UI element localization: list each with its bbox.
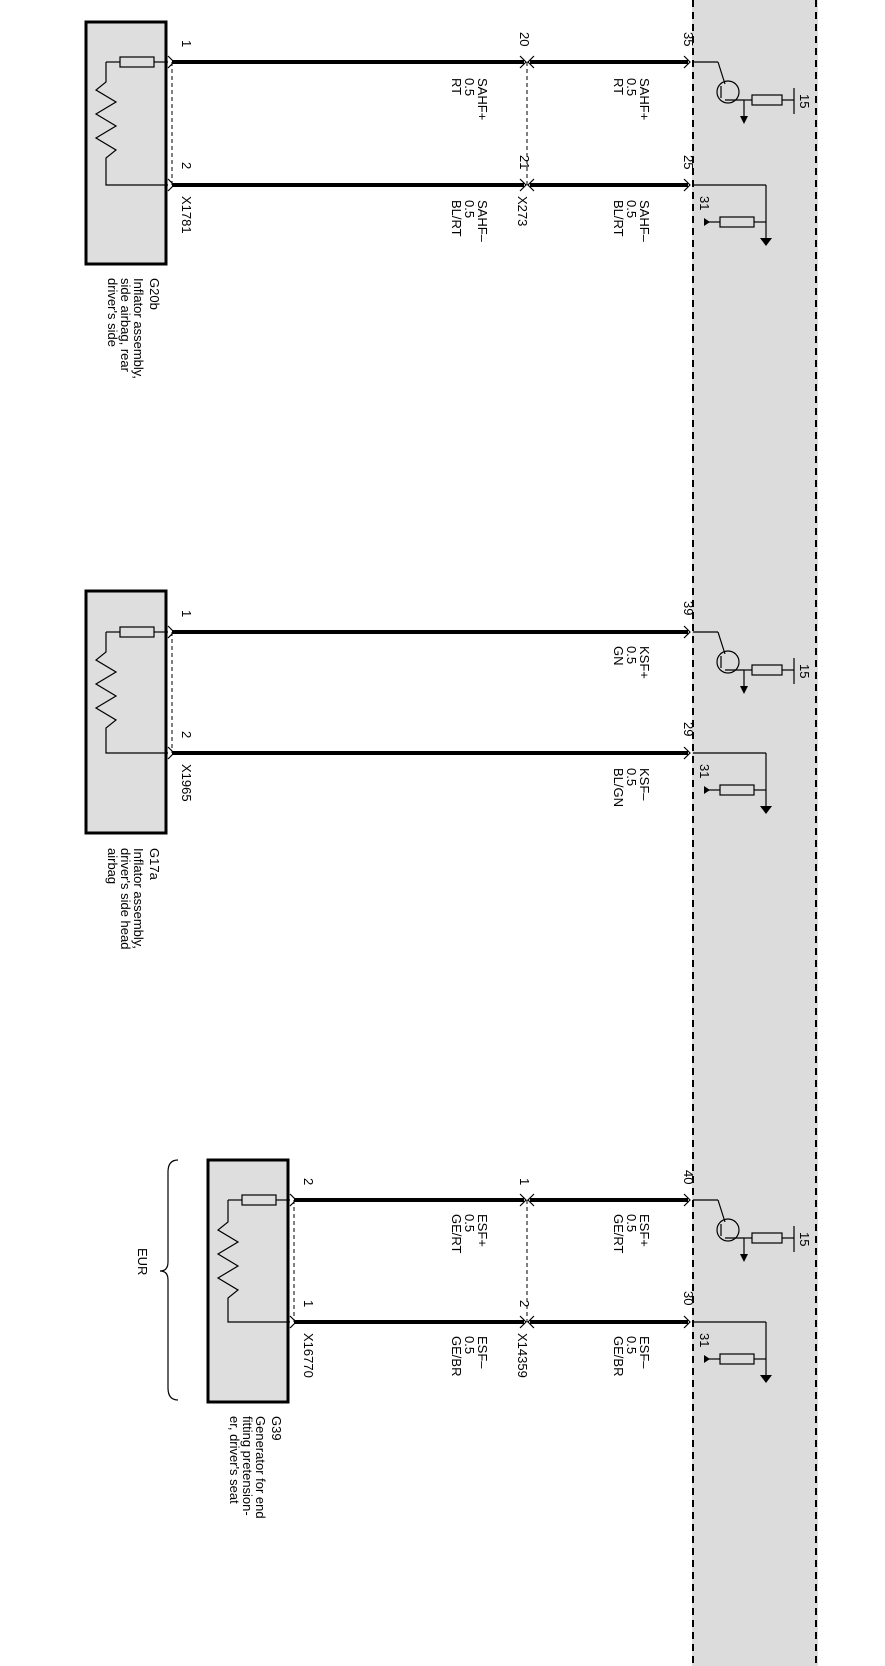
component-box-g39: [206, 1158, 290, 1404]
variant-label: EUR: [135, 1248, 150, 1275]
component-desc-g39-1: Generator for end: [253, 1416, 268, 1519]
ecu-pin-35: 35: [681, 32, 696, 46]
wire-size: 0.5: [624, 1336, 639, 1354]
wire-signal: ESF–: [475, 1336, 490, 1369]
group-g39: [159, 1158, 691, 1404]
wire-color: GE/BR: [449, 1336, 464, 1376]
wire-color: GE/BR: [611, 1336, 626, 1376]
eur-bracket: [159, 1159, 179, 1401]
pin-x273-21: 21: [517, 155, 532, 169]
pin-g20b-2: 2: [179, 162, 194, 169]
connector-x1781: X1781: [179, 196, 194, 234]
connector-x16770: X16770: [301, 1333, 316, 1378]
squib-resistor-g20b: [94, 62, 168, 186]
ecu-driver-circuits: 15 15 15: [693, 61, 812, 1383]
wire-size: 0.5: [462, 78, 477, 96]
group-g20b: [84, 20, 691, 266]
ground-label: 31: [697, 1333, 712, 1347]
wire-color: RT: [449, 78, 464, 95]
wire-signal: ESF+: [637, 1214, 652, 1247]
component-desc-g20b-3: driver's side: [105, 278, 120, 347]
component-desc-g39-2: fitting pretension-: [240, 1416, 255, 1516]
ecu-pin-25: 25: [681, 155, 696, 169]
pin-g20b-1: 1: [179, 40, 194, 47]
wire-signal: SAHF–: [475, 200, 490, 243]
wire-size: 0.5: [462, 1214, 477, 1232]
component-desc-g17a-3: airbag: [105, 848, 120, 884]
ecu-highside-1: 15: [693, 61, 812, 124]
pin-g17a-1: 1: [179, 610, 194, 617]
connector-x273: X273: [515, 196, 530, 226]
pin-x14359-2: 2: [517, 1300, 532, 1307]
pin-x273-20: 20: [517, 32, 532, 46]
wire-size: 0.5: [462, 200, 477, 218]
component-id-g39: G39: [269, 1416, 284, 1441]
pin-g17a-2: 2: [179, 731, 194, 738]
connector-x14359: X14359: [515, 1333, 530, 1378]
wire-signal: SAHF+: [637, 78, 652, 120]
wire-labels-right: SAHF+ 0.5 RT SAHF– 0.5 BL/RT KSF+ 0.5 GN…: [611, 78, 652, 1376]
wire-color: BL/RT: [611, 200, 626, 237]
wire-size: 0.5: [624, 78, 639, 96]
wire-signal: SAHF+: [475, 78, 490, 120]
ecu-lowside-3: 31: [693, 1321, 772, 1383]
component-desc-g20b-2: side airbag, rear: [118, 278, 133, 373]
component-box-g20b: [84, 20, 168, 266]
wire-color: GN: [611, 646, 626, 666]
pin-g39-2: 2: [301, 1178, 316, 1185]
wire-signal: ESF–: [637, 1336, 652, 1369]
squib-resistor-g39: [216, 1200, 290, 1323]
pin-x14359-1: 1: [517, 1178, 532, 1185]
wire-signal: KSF–: [637, 768, 652, 801]
wire-color: BL/GN: [611, 768, 626, 807]
ecu-highside-2: 15: [693, 631, 812, 694]
wire-size: 0.5: [624, 768, 639, 786]
ecu-lowside-2: 31: [693, 752, 772, 814]
component-desc-g17a-2: driver's side head: [118, 848, 133, 949]
wire-signal: SAHF–: [637, 200, 652, 243]
wire-labels-left: SAHF+ 0.5 RT SAHF– 0.5 BL/RT ESF+ 0.5 GE…: [449, 78, 490, 1376]
wire-color: RT: [611, 78, 626, 95]
component-box-g17a: [84, 589, 168, 835]
ecu-pin-30: 30: [681, 1291, 696, 1305]
ecu-lowside-1: 31: [693, 184, 772, 246]
ecu-pin-29: 29: [681, 722, 696, 736]
pin-g39-1: 1: [301, 1300, 316, 1307]
wire-size: 0.5: [624, 1214, 639, 1232]
control-unit-area: [692, 0, 818, 1666]
connector-x1965: X1965: [179, 764, 194, 802]
ecu-highside-3: 15: [693, 1199, 812, 1262]
ecu-pin-40: 40: [681, 1170, 696, 1184]
wire-color: GE/RT: [449, 1214, 464, 1254]
supply-plus-label: 15: [797, 1232, 812, 1246]
ecu-pin-39: 39: [681, 601, 696, 615]
supply-plus-label: 15: [797, 664, 812, 678]
wire-signal: KSF+: [637, 646, 652, 679]
wire-size: 0.5: [624, 646, 639, 664]
supply-plus-label: 15: [797, 94, 812, 108]
ground-label: 31: [697, 764, 712, 778]
squib-resistor-g17a: [94, 632, 168, 754]
wire-size: 0.5: [462, 1336, 477, 1354]
ground-label: 31: [697, 196, 712, 210]
wire-size: 0.5: [624, 200, 639, 218]
component-desc-g20b-1: Inflator assembly,: [131, 278, 146, 379]
component-id-g17a: G17a: [147, 848, 162, 881]
component-desc-g17a-1: Inflator assembly,: [131, 848, 146, 949]
wire-color: BL/RT: [449, 200, 464, 237]
group-g17a: [84, 589, 691, 835]
wire-color: GE/RT: [611, 1214, 626, 1254]
component-desc-g39-3: er, driver's seat: [227, 1416, 242, 1504]
component-id-g20b: G20b: [147, 278, 162, 310]
wire-signal: ESF+: [475, 1214, 490, 1247]
